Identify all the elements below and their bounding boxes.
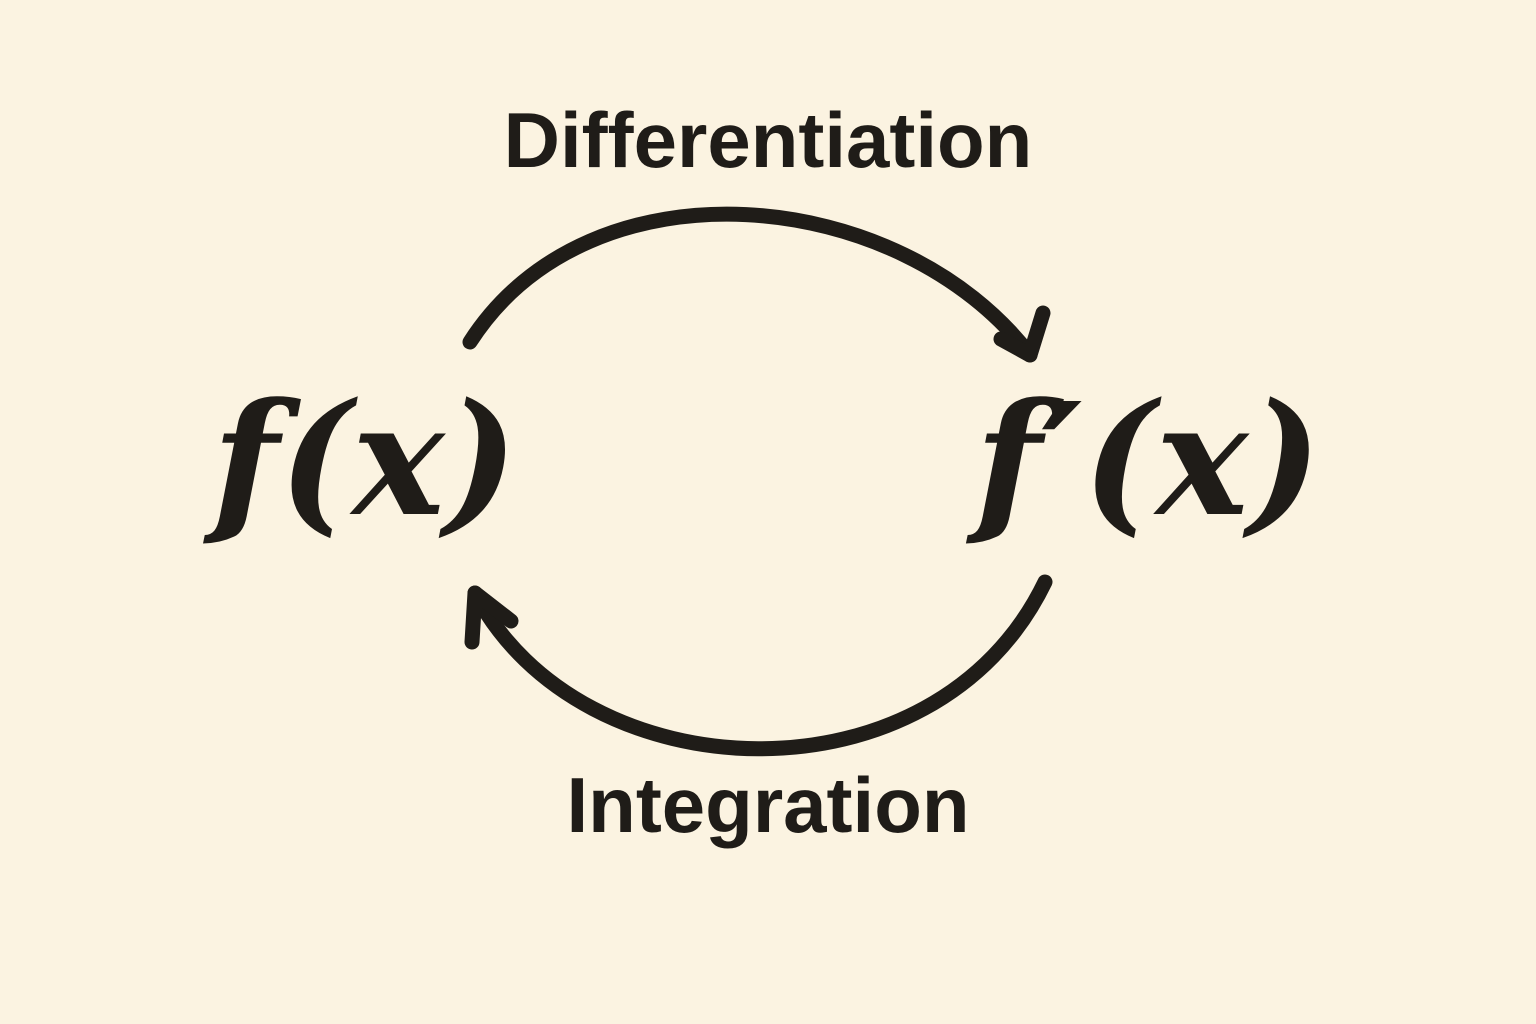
differentiation-label: Differentiation (503, 96, 1033, 184)
derivative-node: f′(x) (975, 368, 1322, 551)
integration-label: Integration (566, 761, 970, 849)
differentiation-arrow-icon (462, 206, 1051, 363)
function-node: f(x) (212, 368, 518, 551)
integration-arrow-icon (464, 574, 1053, 757)
